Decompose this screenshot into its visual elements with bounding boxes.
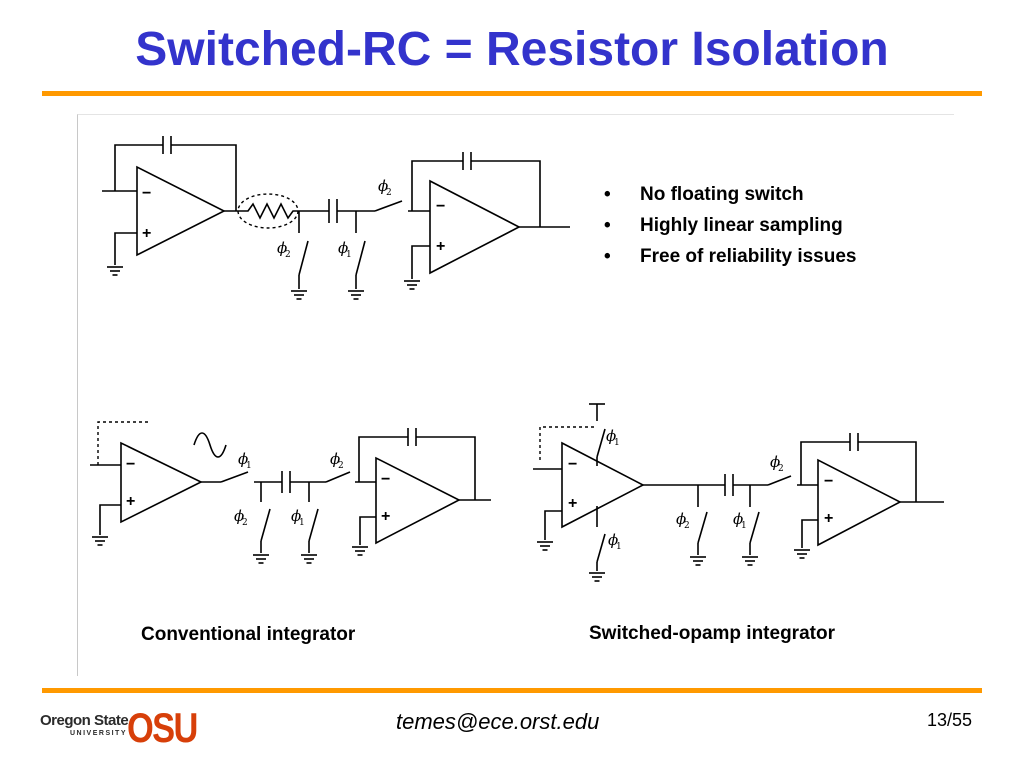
svg-text:1: 1 <box>299 518 305 528</box>
svg-text:1: 1 <box>741 521 747 531</box>
svg-text:2: 2 <box>778 464 784 474</box>
slide-title: Switched-RC = Resistor Isolation <box>135 23 889 76</box>
svg-text:1: 1 <box>346 250 352 260</box>
phi1-label-f: ϕ <box>608 531 618 549</box>
opamp-1-minus: − <box>142 185 151 202</box>
list-item: •No floating switch <box>604 184 804 205</box>
circuit-figure: − + ϕ 2 <box>77 114 954 676</box>
feature-list: •No floating switch •Highly linear sampl… <box>604 179 856 272</box>
svg-text:1: 1 <box>614 438 620 448</box>
caption-conventional: Conventional integrator <box>141 624 356 645</box>
opamp-2 <box>429 179 521 275</box>
phi1-label-e: ϕ <box>606 427 616 445</box>
phi1-label-c: ϕ <box>238 450 248 468</box>
opamp-5 <box>561 441 645 529</box>
svg-text:−: − <box>568 456 577 473</box>
phi2-label-e: ϕ <box>676 510 686 528</box>
svg-text:2: 2 <box>338 461 344 471</box>
switched-opamp-integrator: ϕ 1 − + ϕ 1 ϕ 2 <box>533 403 944 582</box>
phi2-label-f: ϕ <box>770 453 780 471</box>
sine-wave-icon <box>193 432 227 458</box>
conventional-integrator: − + ϕ 1 ϕ 2 ϕ 1 <box>90 421 491 564</box>
svg-text:−: − <box>381 471 390 488</box>
opamp-1-plus: + <box>142 225 151 242</box>
svg-text:1: 1 <box>616 542 622 552</box>
phi1-label-g: ϕ <box>733 510 743 528</box>
opamp-3 <box>120 441 203 524</box>
svg-text:−: − <box>126 456 135 473</box>
opamp-1 <box>136 165 226 257</box>
resistor-highlight <box>237 193 299 229</box>
list-item: •Highly linear sampling <box>604 215 843 236</box>
svg-text:+: + <box>568 495 577 512</box>
switched-rc-integrator: − + ϕ 2 <box>102 136 570 300</box>
circuit-diagrams: − + ϕ 2 <box>90 136 944 582</box>
phi2-label-b: ϕ <box>378 177 388 195</box>
svg-text:−: − <box>436 198 445 215</box>
svg-text:+: + <box>824 510 833 527</box>
svg-text:2: 2 <box>684 521 690 531</box>
bottom-rule <box>42 688 982 693</box>
osu-logo: Oregon State UNIVERSITY OSU <box>40 704 198 751</box>
phi2-label-d: ϕ <box>330 450 340 468</box>
opamp-6 <box>817 458 902 547</box>
page-number: 13/55 <box>926 710 972 730</box>
phi2-label-c: ϕ <box>234 507 244 525</box>
resistor <box>241 202 306 220</box>
phi1-label-d: ϕ <box>291 507 301 525</box>
caption-switched-opamp: Switched-opamp integrator <box>589 623 835 644</box>
svg-text:2: 2 <box>285 250 291 260</box>
phi2-label-a: ϕ <box>277 239 287 257</box>
phi1-label-a: ϕ <box>338 239 348 257</box>
svg-text:1: 1 <box>246 461 252 471</box>
list-item: •Free of reliability issues <box>604 246 857 267</box>
svg-text:+: + <box>436 238 445 255</box>
top-rule <box>42 91 982 96</box>
svg-text:2: 2 <box>386 188 392 198</box>
svg-text:+: + <box>381 508 390 525</box>
opamp-4 <box>375 456 461 545</box>
svg-text:2: 2 <box>242 518 248 528</box>
svg-text:+: + <box>126 493 135 510</box>
svg-text:−: − <box>824 473 833 490</box>
footer-email: temes@ece.orst.edu <box>396 709 600 734</box>
